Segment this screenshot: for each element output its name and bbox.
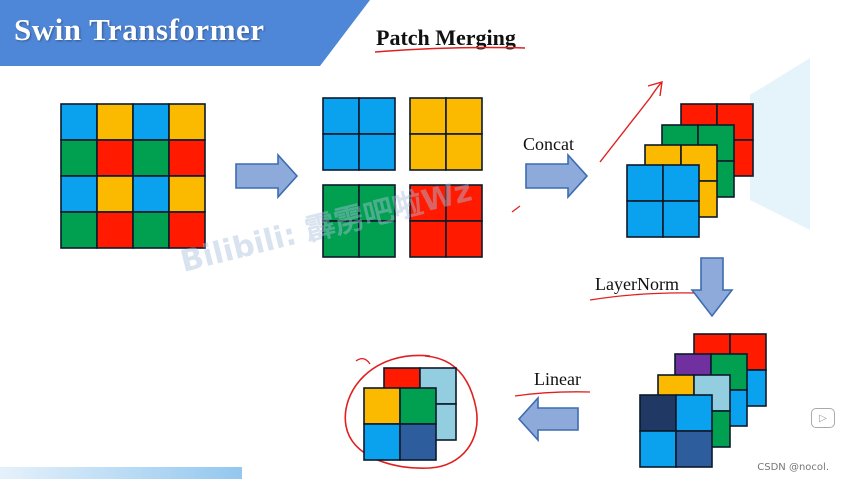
linear-front-cell	[363, 423, 401, 461]
norm-stack-cell	[639, 394, 677, 432]
split-patch-cell	[358, 97, 396, 135]
input-grid-cell	[60, 139, 98, 177]
input-grid-cell	[60, 211, 98, 249]
input-grid-cell	[96, 139, 134, 177]
input-grid-cell	[132, 211, 170, 249]
bottom-strip	[0, 467, 242, 479]
concat-annotation-arrowhead	[647, 81, 663, 97]
credit: CSDN @nocol.	[757, 462, 829, 473]
input-grid-cell	[168, 139, 206, 177]
split-patch-cell	[322, 133, 360, 171]
input-grid-cell	[132, 139, 170, 177]
split-patch-cell	[445, 133, 483, 171]
header-banner	[0, 0, 370, 66]
split-patch-cell	[409, 184, 447, 222]
banner-shape	[0, 0, 370, 66]
input-grid-cell	[168, 175, 206, 213]
input-grid-cell	[96, 211, 134, 249]
split-patch-cell	[322, 220, 360, 258]
linear-front-cell	[399, 387, 437, 425]
linear-front-cell	[399, 423, 437, 461]
norm-stack-cell	[675, 430, 713, 468]
title-underline	[374, 46, 526, 53]
input-grid-cell	[60, 103, 98, 141]
patch-tick-mark	[511, 205, 521, 213]
concat-label: Concat	[523, 134, 574, 154]
concat-stack-cell	[626, 164, 664, 202]
input-grid-cell	[168, 211, 206, 249]
input-grid-cell	[60, 175, 98, 213]
concat-stack-cell	[626, 200, 664, 238]
split-patch-cell	[358, 133, 396, 171]
split-patch-cell	[445, 97, 483, 135]
left-arrow-icon	[517, 395, 579, 443]
linear-label: Linear	[534, 369, 581, 389]
concat-stack-cell	[662, 200, 700, 238]
linear-front-cell	[363, 387, 401, 425]
split-patch-cell	[409, 97, 447, 135]
layernorm-underline	[589, 292, 696, 301]
concat-stack-cell	[662, 164, 700, 202]
app-title: Swin Transformer	[14, 12, 265, 47]
norm-stack-cell	[675, 394, 713, 432]
layernorm-label: LayerNorm	[595, 274, 679, 294]
input-grid-cell	[132, 103, 170, 141]
play-icon[interactable]: ▷	[811, 408, 835, 428]
split-patch-cell	[445, 220, 483, 258]
result-circle	[344, 354, 478, 469]
input-grid-cell	[168, 103, 206, 141]
light-beam	[750, 58, 810, 230]
circle-tick-mark	[355, 357, 371, 365]
split-patch-cell	[445, 184, 483, 222]
input-grid-cell	[132, 175, 170, 213]
down-arrow-icon	[690, 257, 734, 318]
page-title: Patch Merging	[376, 25, 516, 50]
split-patch-cell	[409, 133, 447, 171]
split-patch-cell	[322, 97, 360, 135]
norm-stack-cell	[639, 430, 677, 468]
right-arrow-icon	[235, 152, 299, 200]
input-grid-cell	[96, 103, 134, 141]
split-patch-cell	[409, 220, 447, 258]
input-grid-cell	[96, 175, 134, 213]
concat-arrow-icon	[525, 152, 589, 200]
split-patch-cell	[358, 220, 396, 258]
linear-underline	[514, 391, 591, 397]
